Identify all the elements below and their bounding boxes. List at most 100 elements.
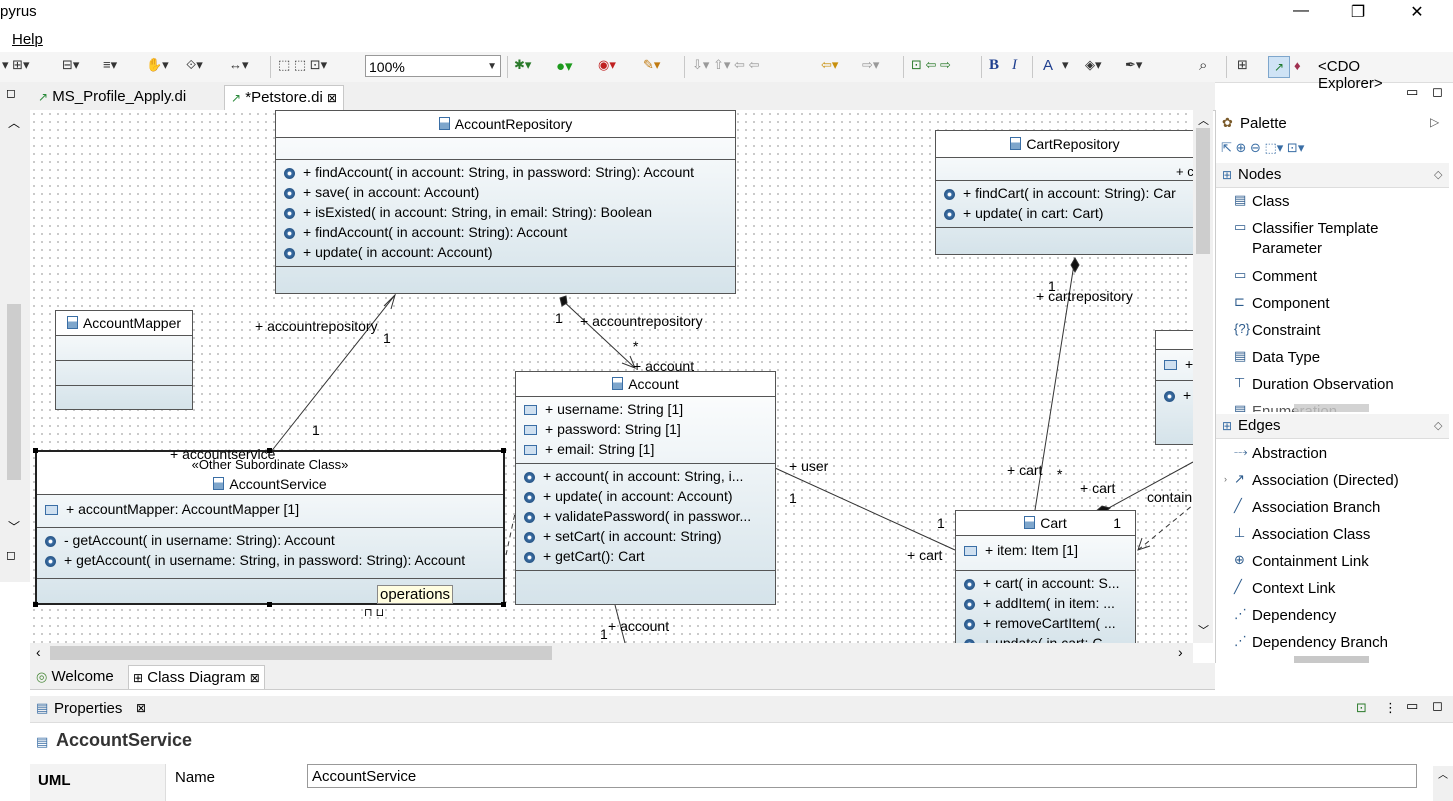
palette-item-classifier-template-line2[interactable]: Parameter — [1252, 240, 1323, 257]
papyrus-perspective-icon[interactable]: ↗ — [1268, 56, 1290, 78]
operation-row[interactable]: + getCart(): Cart — [516, 546, 775, 566]
nav-icon[interactable]: ⊡ ⇦ ⇨ — [911, 57, 951, 72]
category-uml[interactable]: UML — [38, 772, 71, 789]
open-perspective-icon[interactable]: ⊞ — [1237, 57, 1248, 72]
palette-item-duration-observation[interactable]: Duration Observation — [1252, 376, 1394, 393]
snap-icon[interactable]: ⬚ ⬚ ⊡▾ — [278, 57, 328, 72]
fill-color-icon[interactable]: ◈▾ — [1085, 57, 1102, 72]
close-tab-icon[interactable]: ⊠ — [326, 91, 338, 105]
forward-icon[interactable]: ⇨▾ — [862, 57, 880, 72]
multiplicity-label[interactable]: 1 — [312, 422, 320, 438]
role-label[interactable]: + accountrepository — [255, 318, 378, 334]
role-label[interactable]: + cartrepository — [1036, 288, 1133, 304]
attributes-compartment[interactable] — [56, 336, 192, 361]
multiplicity-label[interactable]: 1 — [600, 626, 608, 642]
multiplicity-label[interactable]: 1 — [1048, 278, 1056, 294]
operations-compartment[interactable]: + account( in account: String, i... + up… — [516, 464, 775, 571]
association-line[interactable] — [1104, 461, 1193, 511]
palette-item-constraint[interactable]: Constraint — [1252, 322, 1321, 339]
name-field[interactable]: AccountService — [307, 764, 1417, 788]
operation-row[interactable]: + findCart( in account: String): Car — [936, 183, 1193, 203]
association-line[interactable] — [269, 294, 396, 454]
operation-row[interactable]: + removeCartItem( ... — [956, 613, 1135, 633]
selection-handle[interactable] — [267, 602, 272, 607]
attribute-row[interactable]: + accountMapper: AccountMapper [1] — [37, 499, 503, 519]
palette-item-dependency[interactable]: Dependency — [1252, 607, 1337, 624]
horizontal-scroll-thumb[interactable] — [50, 646, 552, 660]
attributes-compartment[interactable]: + item: Item [1] — [956, 536, 1135, 571]
attributes-compartment[interactable] — [276, 138, 735, 160]
palette-item-class[interactable]: Class — [1252, 193, 1290, 210]
palette-item-comment[interactable]: Comment — [1252, 268, 1318, 285]
class-account-mapper[interactable]: AccountMapper — [55, 310, 193, 410]
multiplicity-label[interactable]: * — [633, 338, 639, 354]
selection-handle[interactable] — [267, 448, 272, 453]
resize-icon[interactable]: ↔▾ — [229, 57, 249, 72]
chevron-down-icon[interactable]: ﹀ — [1198, 625, 1209, 637]
role-label[interactable]: + cart — [907, 547, 943, 563]
class-account-repository[interactable]: AccountRepository + findAccount( in acco… — [275, 110, 736, 294]
chevron-up-icon[interactable]: ︿ — [1198, 115, 1209, 127]
back-icon[interactable]: ⇦▾ — [821, 57, 839, 72]
menu-help[interactable]: Help — [12, 31, 43, 48]
close-window-button[interactable]: ✕ — [1410, 4, 1424, 21]
chevron-right-icon[interactable]: ▷ — [1430, 115, 1440, 129]
selection-handle[interactable] — [501, 602, 506, 607]
toolbar-dropdown-icon[interactable]: ▾ ⊞▾ — [2, 57, 30, 72]
role-label[interactable]: contain — [1147, 489, 1193, 505]
selection-handle[interactable] — [33, 448, 38, 453]
role-label[interactable]: + account — [608, 618, 670, 634]
palette-item-association-branch[interactable]: Association Branch — [1252, 499, 1381, 516]
diagram-canvas[interactable]: AccountRepository + findAccount( in acco… — [30, 110, 1193, 643]
chevron-right-icon[interactable]: › — [1224, 474, 1227, 484]
cdo-explorer-label[interactable]: <CDO Explorer> — [1318, 58, 1383, 92]
multiplicity-label[interactable]: 1 — [383, 330, 391, 346]
palette-item-association-directed[interactable]: Association (Directed) — [1252, 472, 1399, 489]
maximize-button[interactable]: ❐ — [1350, 4, 1366, 21]
layout-icon[interactable]: ⊟▾ — [62, 57, 80, 72]
multiplicity-label[interactable]: 1 — [555, 310, 563, 326]
annotation-next-icon[interactable]: ⇩▾ ⇧▾ ⇦ ⇦ — [692, 57, 760, 72]
operations-compartment[interactable]: + — [1156, 381, 1193, 411]
attributes-compartment[interactable]: + c — [936, 158, 1193, 181]
bold-button[interactable]: B — [989, 57, 1000, 73]
chevron-up-icon[interactable]: ︿ — [8, 116, 21, 130]
tab-ms-profile-apply[interactable]: ↗ MS_Profile_Apply.di — [32, 85, 192, 109]
tab-class-diagram[interactable]: ⊞ Class Diagram ⊠ — [128, 665, 265, 689]
drawer-scroll-thumb[interactable] — [1294, 404, 1369, 412]
class-partial-right[interactable]: + + — [1155, 330, 1193, 445]
operation-row[interactable]: + isExisted( in account: String, in emai… — [276, 202, 735, 222]
operation-row[interactable]: + update( in cart: C... — [956, 633, 1135, 643]
nested-compartment[interactable] — [936, 228, 1193, 252]
close-tab-icon[interactable]: ⊠ — [249, 671, 260, 685]
operation-row[interactable]: + update( in account: Account) — [276, 242, 735, 262]
attributes-compartment[interactable]: + — [1156, 350, 1193, 381]
tab-petstore[interactable]: ↗ *Petstore.di ⊠ — [224, 85, 345, 110]
selection-handle[interactable] — [33, 602, 38, 607]
operation-row[interactable]: + cart( in account: S... — [956, 573, 1135, 593]
multiplicity-label[interactable]: * — [1057, 466, 1063, 482]
role-label[interactable]: + cart — [1007, 462, 1043, 478]
nodes-drawer-header[interactable]: ⊞ Nodes ◇ — [1216, 163, 1449, 188]
run-config-icon[interactable]: ◉▾ — [598, 57, 616, 72]
class-cart[interactable]: Cart 1 + item: Item [1] + cart( in accou… — [955, 510, 1136, 643]
restore-icon[interactable]: ◻ — [6, 86, 16, 100]
chevron-down-icon[interactable]: ﹀ — [8, 520, 21, 534]
palette-tools-icon[interactable]: ⇱ ⊕ ⊖ ⬚▾ ⊡▾ — [1221, 140, 1305, 155]
palette-item-abstraction[interactable]: Abstraction — [1252, 445, 1328, 462]
palette-item-association-class[interactable]: Association Class — [1252, 526, 1371, 543]
pin-icon[interactable]: ⊡ — [1356, 700, 1367, 715]
debug-icon[interactable]: ✱▾ — [514, 57, 532, 72]
vertical-scroll-thumb[interactable] — [1196, 128, 1210, 254]
multiplicity-label[interactable]: 1 — [789, 490, 797, 506]
attribute-row[interactable]: + password: String [1] — [516, 419, 775, 439]
line-color-icon[interactable]: ✒▾ — [1125, 57, 1143, 72]
operations-compartment[interactable]: + findCart( in account: String): Car + u… — [936, 181, 1193, 228]
role-label[interactable]: + account — [633, 358, 695, 374]
association-line[interactable] — [774, 467, 956, 551]
class-account-service[interactable]: «Other Subordinate Class» AccountService… — [35, 450, 505, 605]
nested-compartment[interactable] — [276, 267, 735, 291]
operation-row[interactable]: + validatePassword( in passwor... — [516, 506, 775, 526]
operation-row[interactable]: + findAccount( in account: String): Acco… — [276, 222, 735, 242]
maximize-view-icon[interactable]: ◻ — [1432, 84, 1443, 99]
